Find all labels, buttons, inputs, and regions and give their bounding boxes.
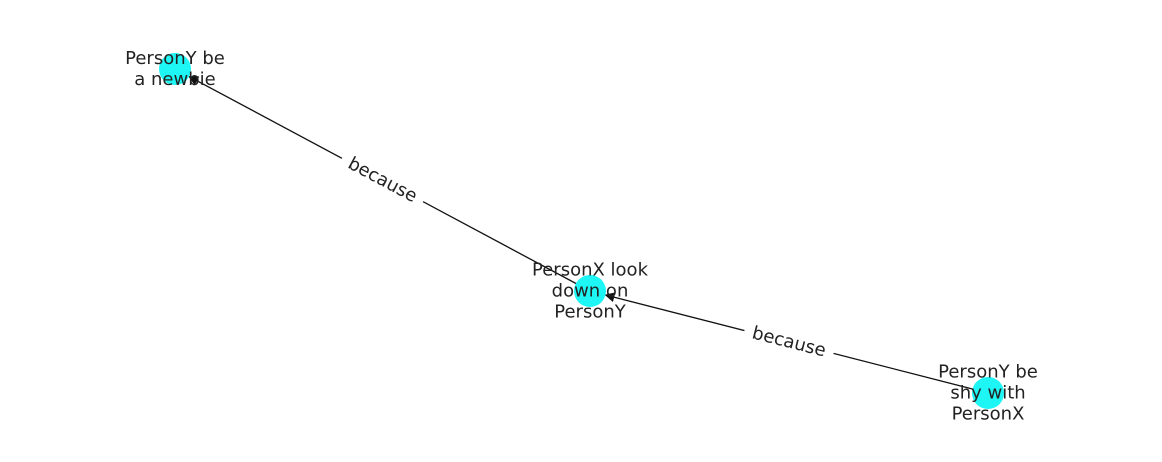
edges-layer — [188, 75, 989, 394]
node-label-line: shy with — [950, 383, 1025, 404]
node-label-line: PersonY be — [938, 362, 1038, 383]
node-label-line: down on — [552, 281, 629, 302]
edge-label-group: because — [335, 146, 430, 214]
node-label-line: a newbie — [134, 69, 215, 90]
edge-label-background — [741, 317, 837, 367]
edge-label-background — [335, 146, 430, 214]
edge-label: because — [750, 322, 828, 361]
node-n2 — [574, 275, 606, 307]
node-label-line: PersonX look — [532, 260, 649, 281]
node-label-line: PersonY be — [125, 48, 225, 69]
node-label-line: PersonY — [554, 302, 626, 323]
node-n3 — [972, 377, 1004, 409]
node-label-line: PersonX — [952, 404, 1025, 425]
edge-label-group: because — [741, 317, 837, 367]
node-n1 — [159, 53, 191, 85]
nodes-layer — [159, 53, 1004, 409]
